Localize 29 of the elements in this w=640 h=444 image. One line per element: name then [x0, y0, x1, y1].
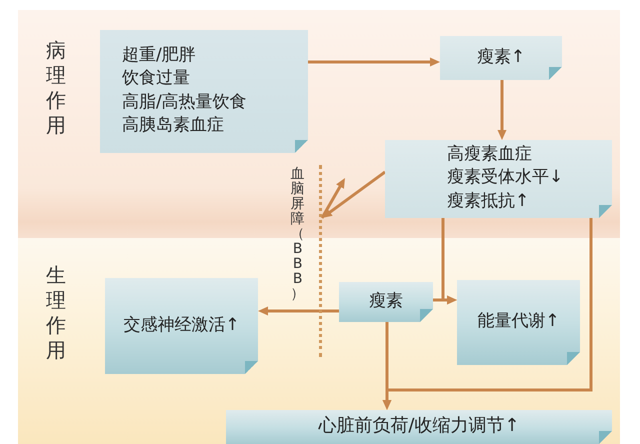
arrow: [433, 296, 457, 304]
arrow: [258, 306, 339, 316]
text-label: 饮食过量: [122, 67, 190, 90]
note-box: [339, 282, 433, 322]
note-box: [100, 30, 308, 153]
text-label: 瘦素: [369, 290, 403, 312]
text-label: 交感神经激活↑: [123, 314, 240, 336]
text-label: 瘦素↑: [476, 46, 526, 68]
note-box: [385, 140, 612, 218]
text-label: 高瘦素血症: [447, 142, 532, 166]
text-label: 瘦素受体水平↓: [447, 166, 564, 190]
text-label: 高脂/高热量饮食: [122, 90, 247, 114]
note-box: [440, 36, 562, 80]
note-box: [457, 280, 580, 365]
arrow: [382, 322, 392, 410]
arrow: [322, 170, 386, 218]
text-label: 心脏前负荷/收缩力调节↑: [318, 414, 520, 438]
arrow: [308, 58, 440, 66]
arrow: [320, 178, 345, 219]
note-box: [105, 278, 258, 374]
text-label: 瘦素抵抗↑: [447, 190, 530, 213]
vertical-label: 血脑屏障（BBB）: [290, 167, 306, 302]
vertical-label: 病理作用: [45, 38, 67, 138]
text-label: 能量代谢↑: [477, 310, 560, 333]
text-label: 超重/肥胖: [122, 44, 196, 66]
vertical-label: 生理作用: [45, 263, 67, 363]
arrow: [498, 80, 506, 140]
text-label: 高胰岛素血症: [122, 114, 224, 137]
note-box: [226, 410, 612, 444]
